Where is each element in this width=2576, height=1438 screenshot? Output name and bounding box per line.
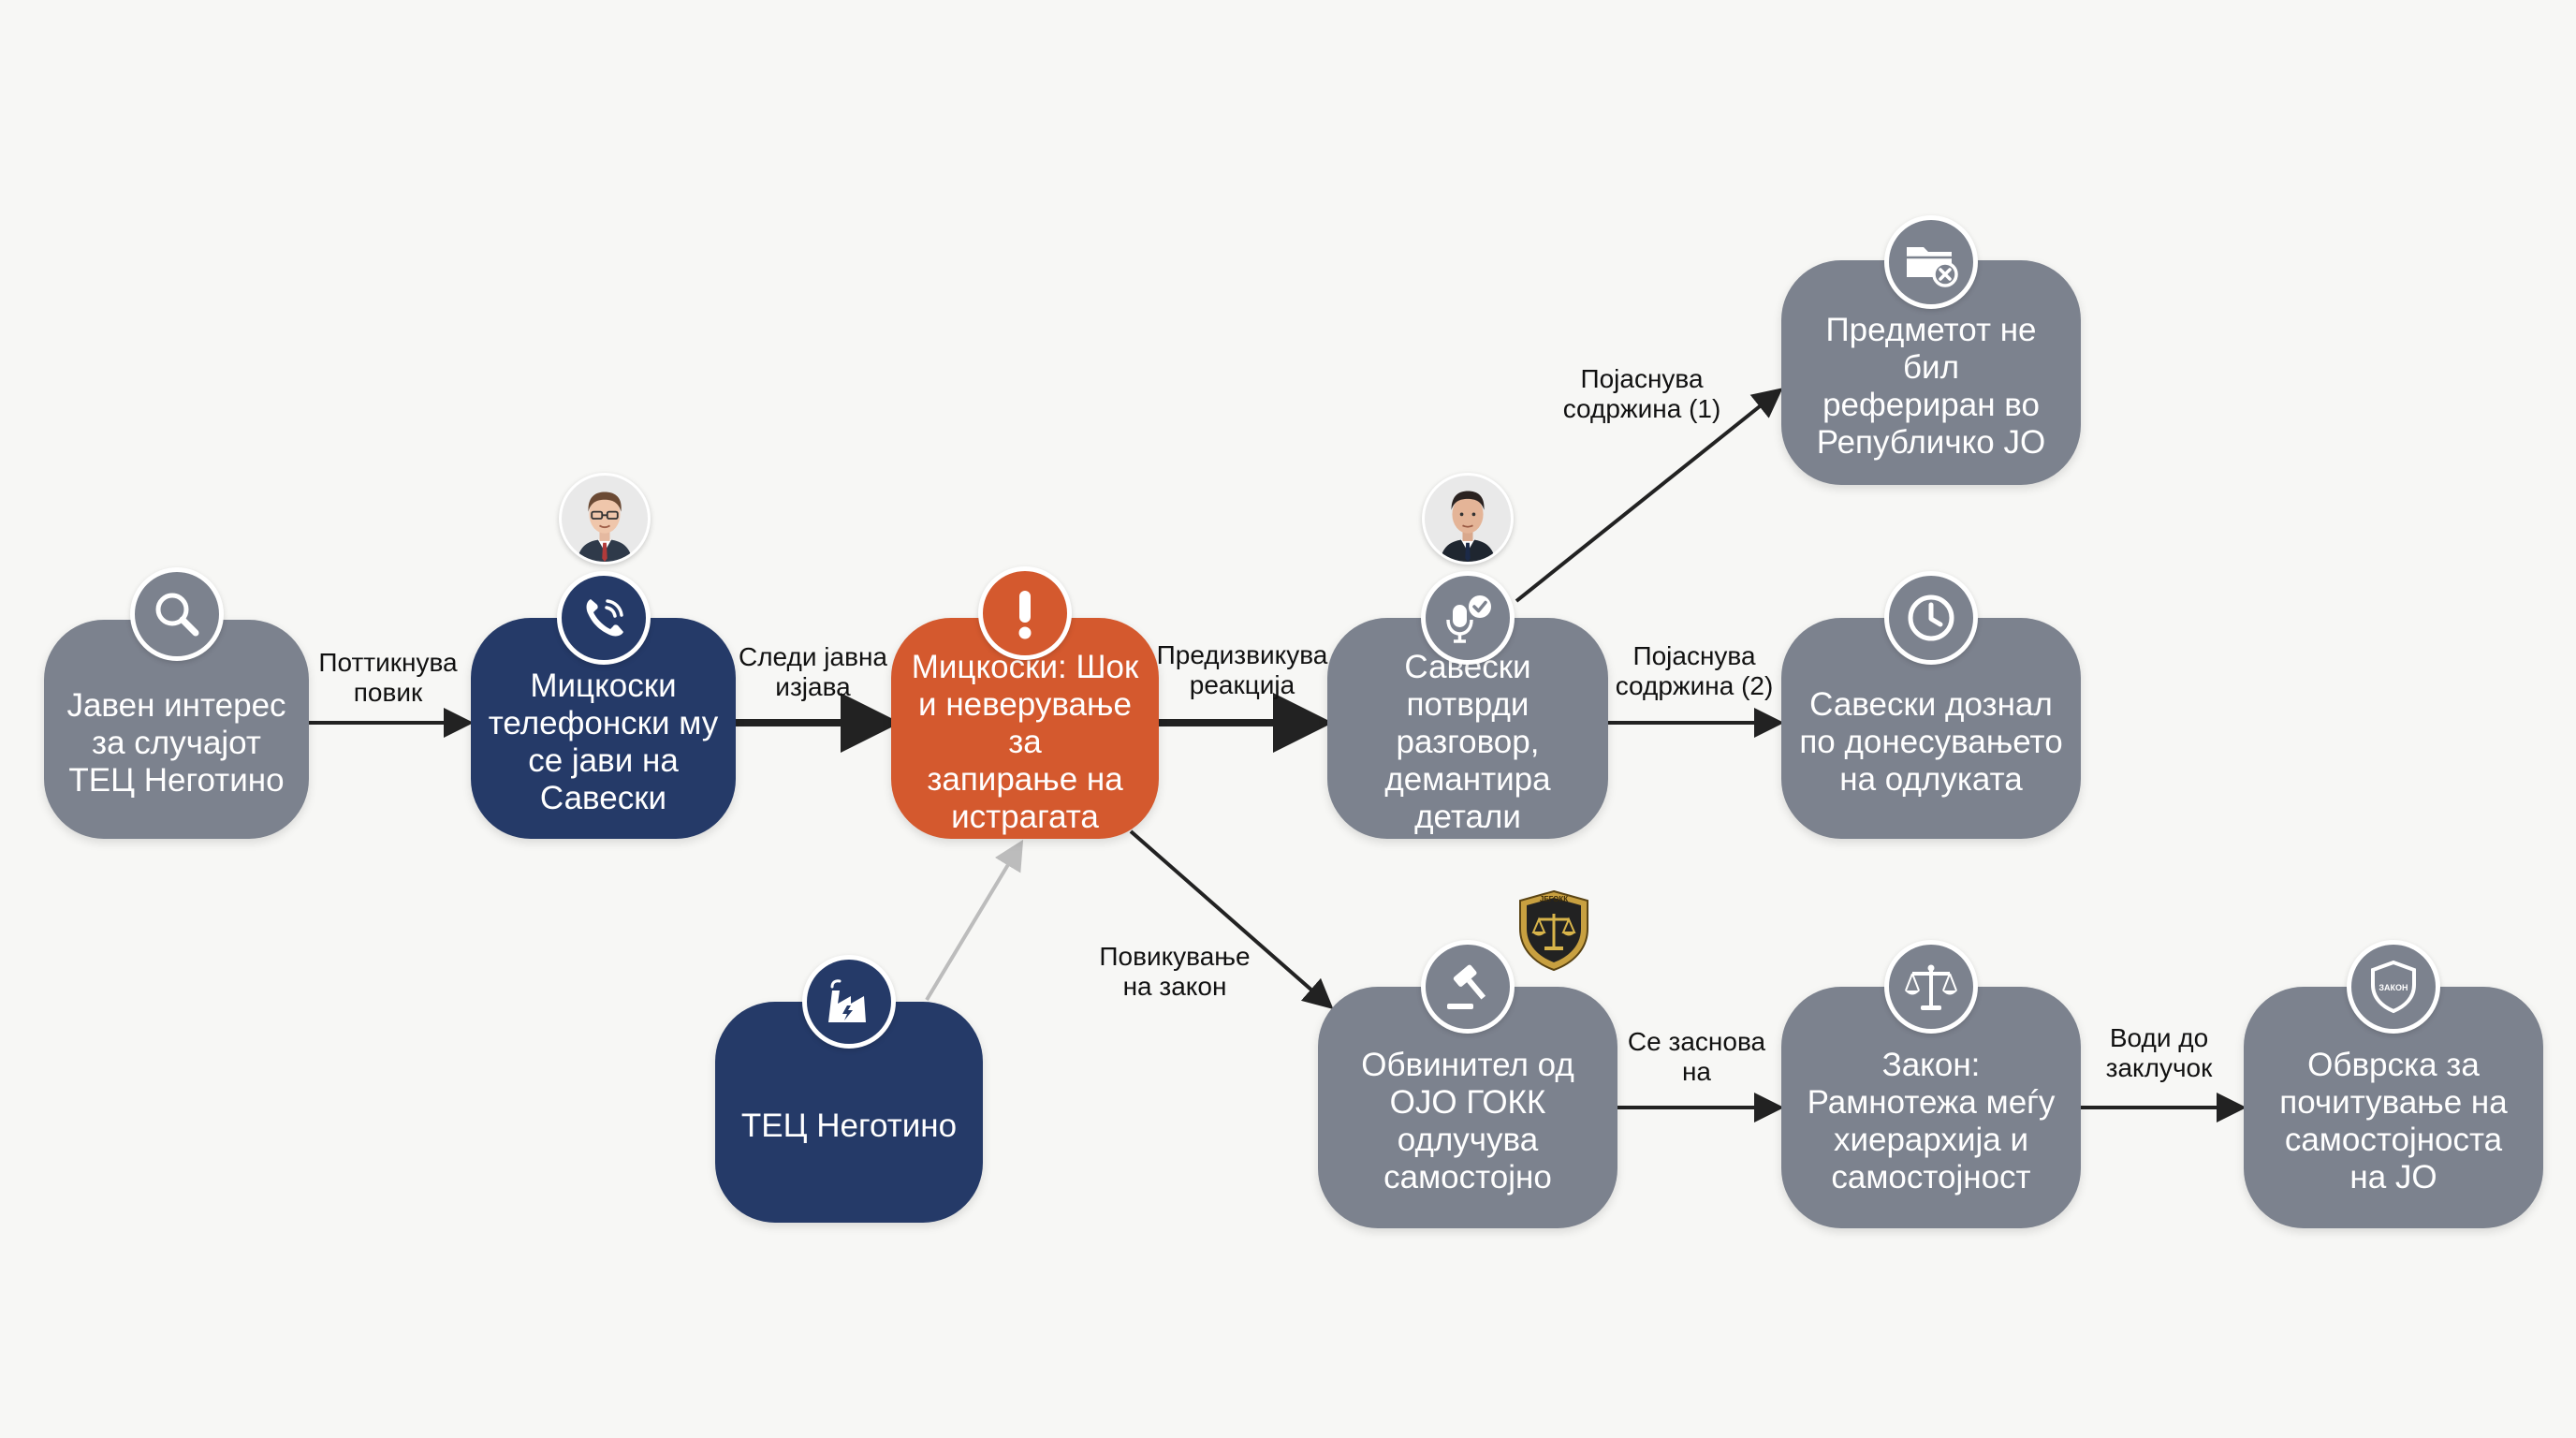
microphone-check-icon [1421,571,1515,665]
scales-icon [1884,940,1978,1034]
phone-icon [557,571,651,665]
edge-label-leads-to-conclusion: Води до заклучок [2105,1023,2213,1082]
node-prosecutor-decides[interactable]: Обвинител од ОЈО ГОКК одлучува самостојн… [1318,987,1617,1228]
gavel-icon [1421,940,1515,1034]
mickoski-avatar [559,473,651,565]
shield-law-icon: ЗАКОН [2347,940,2440,1034]
clock-icon [1884,571,1978,665]
edge-label-explains-content-2: Појаснува содржина (2) [1615,641,1774,700]
emblem-text: ЈЕГОКК [1540,895,1568,903]
edge-tec-to-shock [925,839,1024,1002]
search-icon [130,567,224,661]
edge-label-based-on: Се заснова на [1627,1027,1766,1086]
edge-label-invokes-law: Повикување на закон [1099,942,1251,1001]
node-public-interest[interactable]: Јавен интерес за случајот ТЕЦ Неготино [44,620,309,839]
edge-label-provokes-reaction: Предизвикува реакција [1156,640,1328,699]
node-saveski-learned[interactable]: Савески дознал по донесувањето на одлука… [1781,618,2081,839]
power-plant-icon [802,955,896,1049]
exclamation-icon [978,566,1072,660]
edge-label-prompts-call: Поттикнува повик [318,648,458,707]
folder-x-icon [1884,215,1978,309]
edge-shock-to-prosecutor [1129,829,1334,1009]
shield-badge-text: ЗАКОН [2378,983,2408,992]
jegokk-emblem: ЈЕГОКК [1516,889,1591,972]
saveski-avatar [1422,473,1514,565]
node-tec-negotino[interactable]: ТЕЦ Неготино [715,1002,983,1223]
edge-saveski-to-not-referred [1515,388,1783,603]
edge-label-explains-content-1: Појаснува содржина (1) [1562,364,1721,423]
edge-label-follows-statement: Следи јавна изјава [739,642,887,701]
